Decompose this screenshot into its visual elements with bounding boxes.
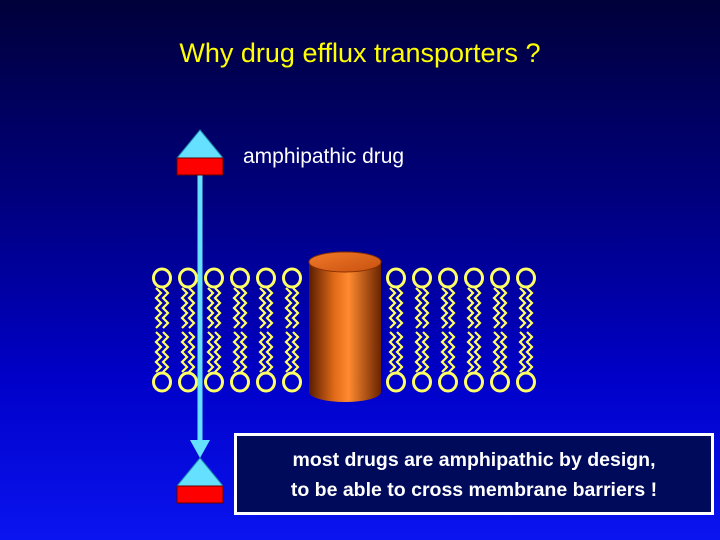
- lipid-molecule: [204, 267, 224, 393]
- lipid-molecule: [282, 267, 302, 393]
- lipid-molecule: [386, 267, 406, 393]
- amphipathic-drug-icon: [175, 457, 225, 504]
- lipid-molecule: [490, 267, 510, 393]
- drug-label: amphipathic drug: [243, 145, 405, 168]
- slide-title: Why drug efflux transporters ?: [179, 38, 541, 68]
- note-line-1: most drugs are amphipathic by design,: [292, 449, 656, 471]
- lipid-molecule: [152, 267, 172, 393]
- note-line-2: to be able to cross membrane barriers !: [290, 479, 658, 501]
- lipid-molecule: [178, 267, 198, 393]
- lipid-molecule: [464, 267, 484, 393]
- amphipathic-drug-icon: [175, 129, 225, 176]
- lipid-bilayer-icon: [152, 267, 536, 393]
- lipid-molecule: [412, 267, 432, 393]
- lipid-molecule: [256, 267, 276, 393]
- note-box: most drugs are amphipathic by design, to…: [234, 433, 714, 515]
- transporter-cylinder-icon: [308, 251, 382, 402]
- lipid-molecule: [438, 267, 458, 393]
- lipid-molecule: [516, 267, 536, 393]
- transport-arrow: [190, 175, 210, 458]
- lipid-molecule: [230, 267, 250, 393]
